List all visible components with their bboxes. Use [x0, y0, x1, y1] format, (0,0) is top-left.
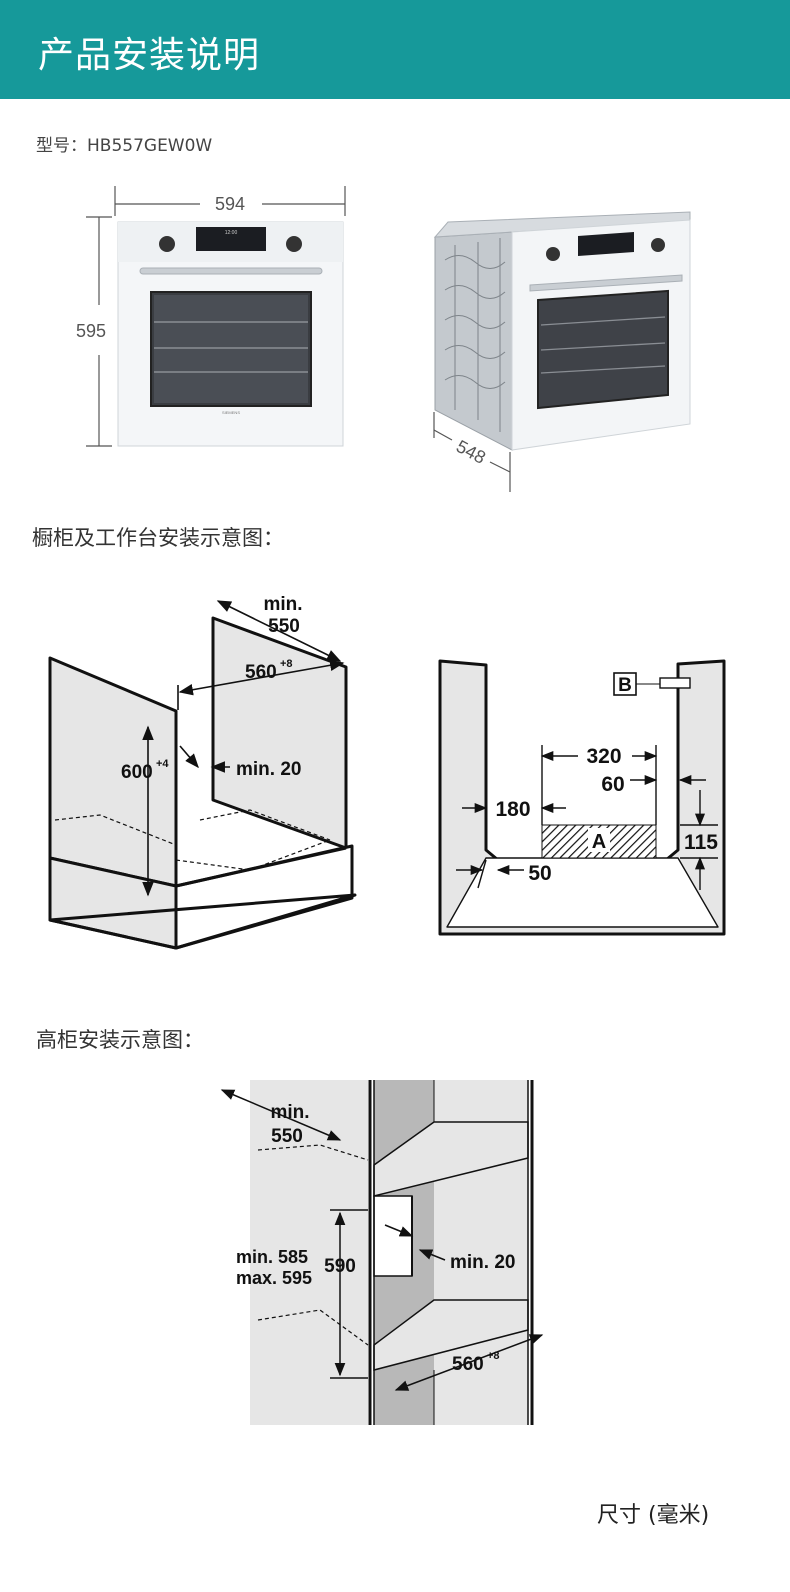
cabinet-depth-label-2: 550 — [268, 616, 300, 637]
persp-left-knob-icon — [546, 247, 560, 261]
page-header: 产品安装说明 — [0, 0, 790, 99]
door-handle — [139, 267, 323, 275]
dim-320: 320 — [586, 745, 621, 768]
unit-label: 尺寸 (毫米) — [597, 1503, 710, 1528]
brand-logo: SIEMENS — [222, 410, 240, 415]
cabinet-width-sup: +8 — [280, 658, 293, 670]
page-title: 产品安装说明 — [38, 35, 261, 76]
oven-width-label: 594 — [215, 194, 245, 214]
persp-right-knob-icon — [651, 238, 665, 252]
svg-text:12:00: 12:00 — [225, 230, 238, 236]
cabinet-height-label: 600 — [121, 762, 153, 783]
left-knob-icon — [159, 236, 175, 252]
tall-width-sup: +8 — [487, 1350, 500, 1362]
tall-depth-label-2: 550 — [271, 1126, 303, 1147]
tall-depth-label-1: min. — [270, 1102, 309, 1123]
cabinet-gap-label: min. 20 — [236, 759, 301, 780]
dim-50: 50 — [528, 862, 551, 885]
dim-180: 180 — [495, 798, 530, 821]
oven-display — [196, 227, 266, 251]
cabinet-section-title: 橱柜及工作台安装示意图： — [32, 526, 284, 550]
tall-cabinet-section-title: 高柜安装示意图： — [36, 1028, 204, 1052]
tall-range-label-1: min. 585 — [236, 1247, 308, 1267]
cabinet-height-sup: +4 — [156, 758, 169, 770]
tall-width-label: 560 — [452, 1354, 484, 1375]
bracket-icon — [659, 677, 691, 689]
right-knob-icon — [286, 236, 302, 252]
tall-gap-label: min. 20 — [450, 1252, 515, 1273]
oven-perspective-view: 548 — [433, 211, 691, 492]
tall-height-label: 590 — [324, 1256, 356, 1277]
oven-front-view: 594 595 12:00 SIEMENS — [76, 186, 346, 447]
tall-range-label-2: max. 595 — [236, 1268, 312, 1288]
label-b: B — [618, 675, 632, 696]
cabinet-depth-label-1: min. — [263, 594, 302, 615]
dim-115: 115 — [684, 831, 718, 854]
dim-60: 60 — [601, 773, 624, 796]
oven-height-label: 595 — [76, 321, 106, 341]
cabinet-width-label: 560 — [245, 662, 277, 683]
section-view — [438, 659, 726, 936]
zone-a-label: A — [592, 831, 606, 853]
model-number: 型号：HB557GEW0W — [36, 136, 213, 156]
